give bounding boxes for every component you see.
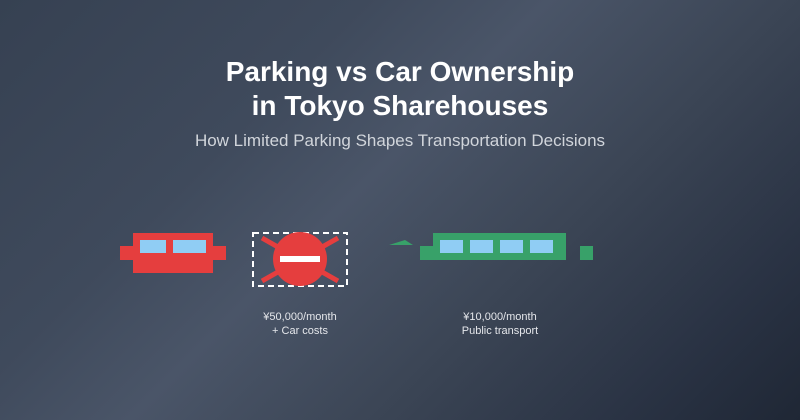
page-title: Parking vs Car Ownership in Tokyo Shareh…: [0, 55, 800, 123]
no-parking-icon: [252, 232, 348, 287]
parking-cost: ¥50,000/month: [263, 311, 337, 323]
car-icon: [120, 233, 226, 273]
transit-cost: ¥10,000/month: [463, 311, 537, 323]
title-line-2: in Tokyo Sharehouses: [251, 90, 549, 121]
page-subtitle: How Limited Parking Shapes Transportatio…: [194, 131, 606, 150]
parking-note: + Car costs: [272, 325, 328, 337]
train-icon: [389, 233, 593, 260]
title-line-1: Parking vs Car Ownership: [225, 56, 575, 87]
parking-cost-caption: ¥50,000/month + Car costs: [200, 310, 400, 338]
transit-note: Public transport: [461, 325, 539, 337]
transit-cost-caption: ¥10,000/month Public transport: [400, 310, 600, 338]
